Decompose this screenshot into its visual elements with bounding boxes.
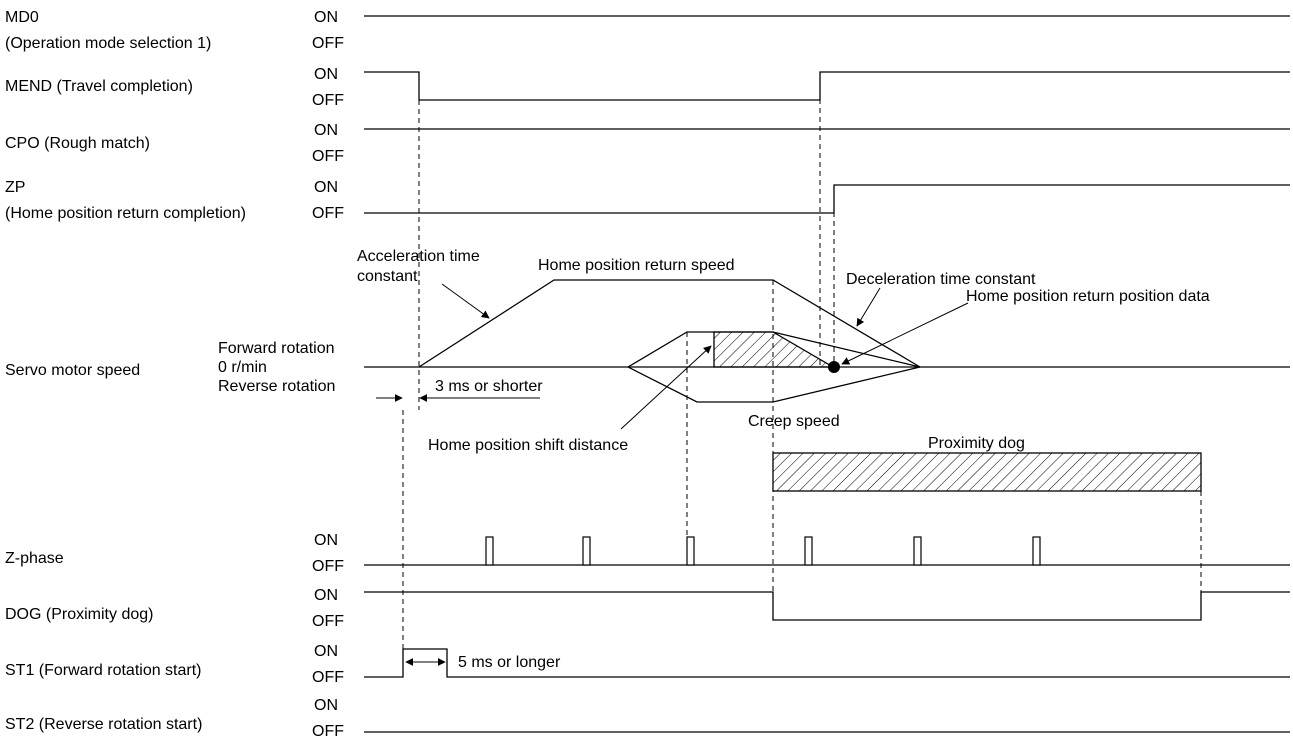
accel-label-2: constant — [357, 268, 418, 285]
five-ms-label: 5 ms or longer — [458, 654, 561, 671]
zphase-pulse — [582, 536, 591, 566]
zphase-pulse — [1032, 536, 1041, 566]
mend-label: MEND (Travel completion) — [5, 78, 193, 95]
zp-label: ZP — [5, 179, 25, 196]
dog-label: DOG (Proximity dog) — [5, 606, 153, 623]
creep-speed-label: Creep speed — [748, 413, 840, 430]
dog-waveform — [364, 591, 1290, 621]
zp-on: ON — [314, 179, 338, 196]
st1-off: OFF — [312, 669, 344, 686]
zp-off: OFF — [312, 205, 344, 222]
cpo-on: ON — [314, 122, 338, 139]
mend-waveform — [364, 71, 1290, 101]
zphase-pulse — [913, 536, 922, 566]
md0-label-desc: (Operation mode selection 1) — [5, 35, 211, 52]
zp-waveform — [364, 184, 1290, 214]
zp-label-desc: (Home position return completion) — [5, 205, 246, 222]
dog-on: ON — [314, 587, 338, 604]
proximity-dog-bar — [772, 452, 1202, 492]
forward-rotation-label: Forward rotation — [218, 340, 335, 357]
dog-off: OFF — [312, 613, 344, 630]
shift-distance-label: Home position shift distance — [428, 437, 628, 454]
mend-on: ON — [314, 66, 338, 83]
proximity-dog-label: Proximity dog — [928, 435, 1025, 452]
shift-distance-arrow — [620, 345, 712, 430]
st2-off: OFF — [312, 723, 344, 740]
md0-off: OFF — [312, 35, 344, 52]
md0-on: ON — [314, 9, 338, 26]
st1-waveform — [364, 648, 1290, 678]
reverse-rotation-label: Reverse rotation — [218, 378, 335, 395]
decel-label: Deceleration time constant — [846, 271, 1036, 288]
zphase-pulse — [804, 536, 813, 566]
st1-label: ST1 (Forward rotation start) — [5, 662, 202, 679]
cpo-off: OFF — [312, 148, 344, 165]
accel-arrow — [441, 283, 490, 319]
return-speed-label: Home position return speed — [538, 257, 735, 274]
return-position-arrow — [841, 302, 969, 365]
three-ms-label: 3 ms or shorter — [435, 378, 543, 395]
speed-profile — [418, 279, 921, 368]
zphase-pulse — [686, 536, 695, 566]
servo-speed-label: Servo motor speed — [5, 362, 140, 379]
zphase-label: Z-phase — [5, 550, 64, 567]
mend-off: OFF — [312, 92, 344, 109]
zphase-on: ON — [314, 532, 338, 549]
st2-label: ST2 (Reverse rotation start) — [5, 716, 202, 733]
st2-on: ON — [314, 697, 338, 714]
accel-label-1: Acceleration time — [357, 248, 480, 265]
zero-speed-label: 0 r/min — [218, 359, 267, 376]
st1-on: ON — [314, 643, 338, 660]
md0-label: MD0 — [5, 9, 39, 26]
decel-arrow — [856, 287, 881, 327]
return-position-label: Home position return position data — [966, 288, 1210, 305]
cpo-label: CPO (Rough match) — [5, 135, 150, 152]
zphase-off: OFF — [312, 558, 344, 575]
zphase-pulse — [485, 536, 494, 566]
